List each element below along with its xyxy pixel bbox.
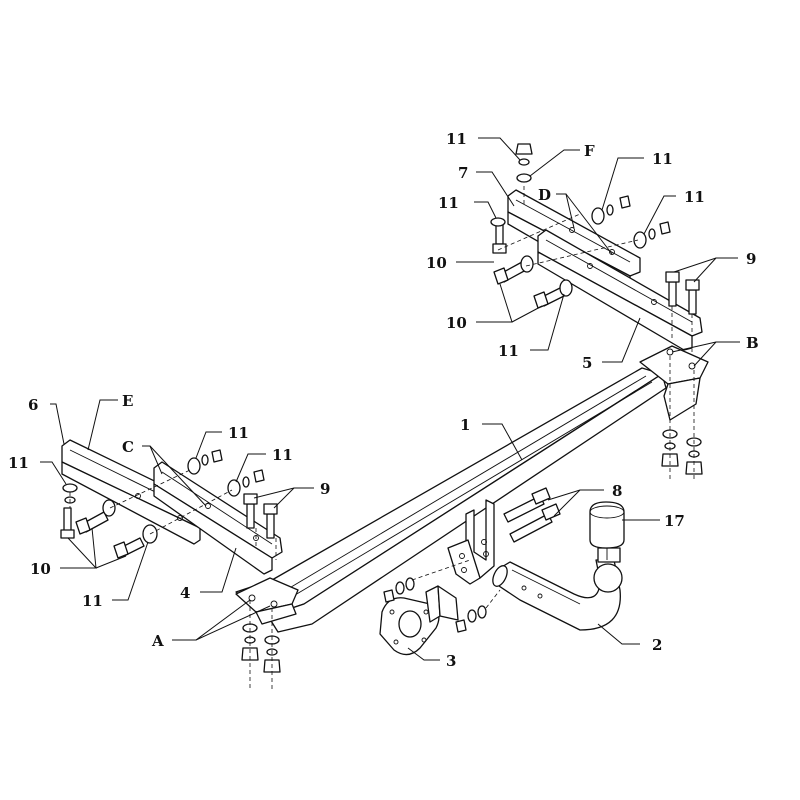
label-part-3: 3 <box>446 652 456 670</box>
fasteners <box>60 143 703 673</box>
ball-cover-17 <box>589 501 625 560</box>
label-part-9-right: 9 <box>746 250 756 268</box>
label-part-10-left: 10 <box>30 560 51 578</box>
label-part-10-right-upper: 10 <box>426 254 447 272</box>
label-point-f: F <box>584 142 595 160</box>
label-point-a: A <box>151 632 164 650</box>
tow-ball-arm <box>492 547 623 631</box>
label-part-11-a: 11 <box>446 130 467 148</box>
label-part-11-c: 11 <box>652 150 673 168</box>
label-part-4: 4 <box>180 584 190 602</box>
part-labels: 1 2 3 4 5 6 7 8 9 9 10 10 10 11 11 11 11… <box>8 130 759 670</box>
label-part-8: 8 <box>612 482 622 500</box>
label-point-e: E <box>122 392 133 410</box>
label-part-2: 2 <box>652 636 662 654</box>
label-point-d: D <box>538 186 551 204</box>
label-point-b: B <box>746 334 759 352</box>
alignment-lines <box>69 186 695 690</box>
label-part-11-h: 11 <box>272 446 293 464</box>
label-part-6: 6 <box>28 396 38 414</box>
label-part-10-right-lower: 10 <box>446 314 467 332</box>
label-part-11-b: 11 <box>438 194 459 212</box>
right-bracket-5 <box>537 229 703 351</box>
label-point-c: C <box>122 438 134 456</box>
label-part-17: 17 <box>664 512 685 530</box>
label-part-1: 1 <box>460 416 470 434</box>
label-part-7: 7 <box>458 164 468 182</box>
leader-lines <box>40 137 740 661</box>
label-part-11-e: 11 <box>498 342 519 360</box>
label-part-11-f: 11 <box>8 454 29 472</box>
label-part-11-g: 11 <box>228 424 249 442</box>
label-part-5: 5 <box>582 354 592 372</box>
label-part-11-d: 11 <box>684 188 705 206</box>
label-part-9-left: 9 <box>320 480 330 498</box>
label-part-11-i: 11 <box>82 592 103 610</box>
main-crossbar <box>235 345 709 633</box>
